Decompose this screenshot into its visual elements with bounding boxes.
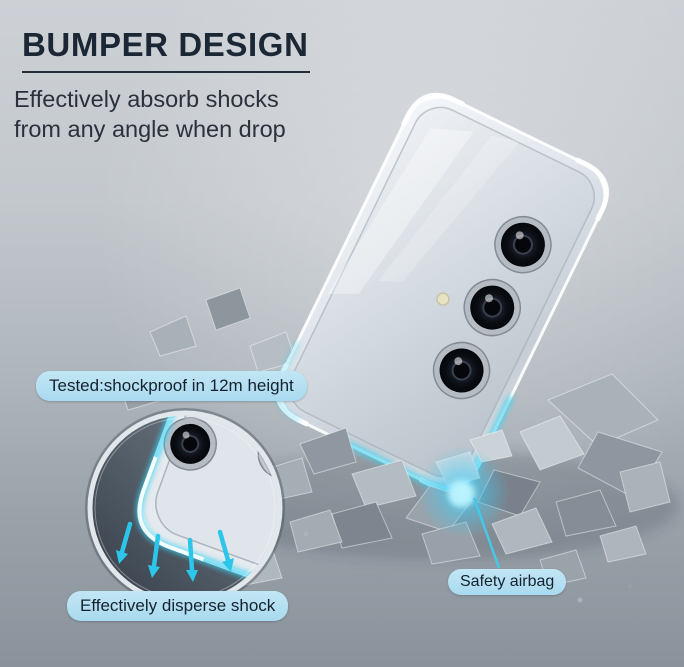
camera-flash: [436, 292, 450, 306]
camera-lens: [163, 417, 217, 471]
phone-with-clear-case: [275, 92, 609, 492]
down-arrow-icon: [217, 529, 234, 572]
camera-lenses: [432, 215, 552, 400]
headline-block: BUMPER DESIGN: [22, 26, 310, 73]
disperse-arrows: [116, 521, 234, 582]
down-arrow-icon: [186, 537, 198, 582]
airbag-connector-line: [472, 497, 501, 569]
callout-tested: Tested:shockproof in 12m height: [36, 371, 307, 401]
page-title: BUMPER DESIGN: [22, 26, 309, 63]
reflection-streak: [378, 135, 521, 282]
down-arrow-icon: [116, 521, 133, 564]
camera-lens: [463, 278, 521, 337]
page-subtitle: Effectively absorb shocks from any angle…: [14, 86, 286, 143]
callout-disperse-shock: Effectively disperse shock: [67, 591, 289, 621]
impact-glow-core: [448, 481, 474, 507]
camera-lens: [494, 215, 552, 274]
down-arrow-icon: [148, 533, 161, 578]
reflection-streak: [327, 128, 474, 295]
callout-safety-airbag: Safety airbag: [448, 569, 567, 595]
corner-bumper: [137, 456, 205, 562]
shatter-fragments-back: [119, 287, 663, 499]
title-underline: [22, 71, 310, 73]
phone-back: [288, 106, 596, 478]
camera-lens: [432, 341, 491, 400]
